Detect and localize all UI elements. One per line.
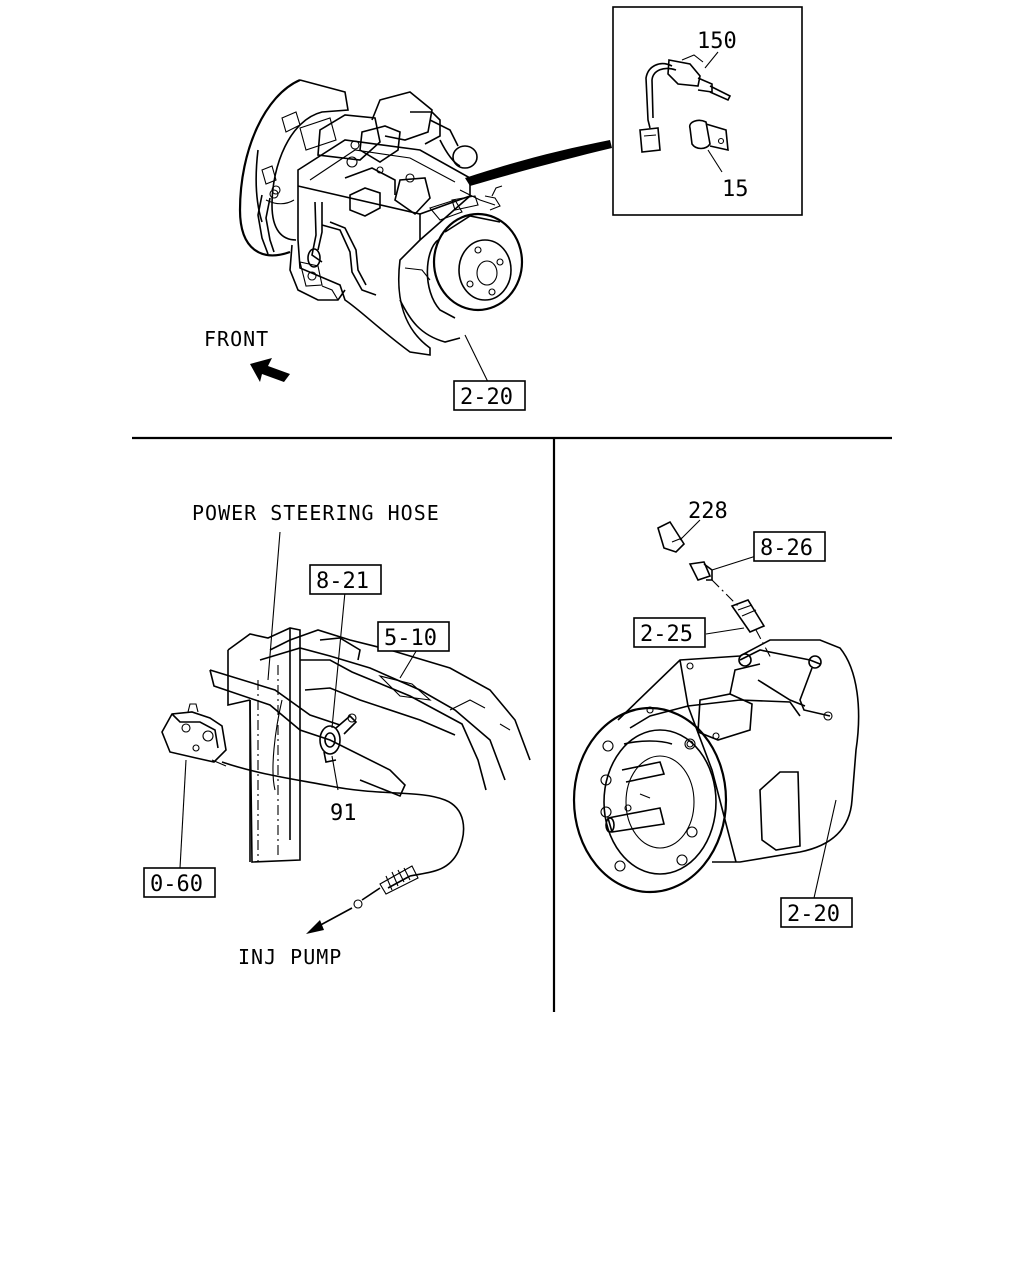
front-label: FRONT — [204, 327, 269, 351]
front-arrow-icon — [250, 358, 290, 382]
ref-box-0-60 — [143, 867, 216, 898]
ref-box-top-2-20 — [453, 380, 526, 411]
right-transmission-drawing — [572, 519, 860, 899]
inset-detail-box — [612, 6, 803, 216]
ref-box-5-10 — [377, 621, 450, 652]
inset-sensor-drawing — [639, 51, 732, 173]
inj-pump-arrow-icon — [306, 920, 324, 934]
ref-box-right-2-20 — [780, 897, 853, 928]
ref-2-25-text: 2-25 — [640, 622, 693, 647]
inset-leader-arrow — [465, 140, 612, 186]
callout-15: 15 — [722, 177, 749, 202]
ref-box-2-25 — [633, 617, 706, 648]
callout-228: 228 — [688, 499, 728, 524]
ref-right-2-20-text: 2-20 — [787, 902, 840, 927]
inj-pump-label: INJ PUMP — [238, 945, 342, 969]
ref-top-2-20-text: 2-20 — [460, 385, 513, 410]
left-frame-drawing — [161, 591, 531, 934]
ref-box-8-26 — [753, 531, 826, 562]
callout-91: 91 — [330, 801, 357, 826]
ref-5-10-text: 5-10 — [384, 626, 437, 651]
callout-150: 150 — [697, 29, 737, 54]
top-transmission-drawing — [238, 78, 612, 356]
ref-8-21-text: 8-21 — [316, 569, 369, 594]
ref-0-60-text: 0-60 — [150, 872, 203, 897]
ref-box-8-21 — [309, 564, 382, 595]
ref-8-26-text: 8-26 — [760, 536, 813, 561]
power-steering-hose-label: POWER STEERING HOSE — [192, 501, 440, 525]
